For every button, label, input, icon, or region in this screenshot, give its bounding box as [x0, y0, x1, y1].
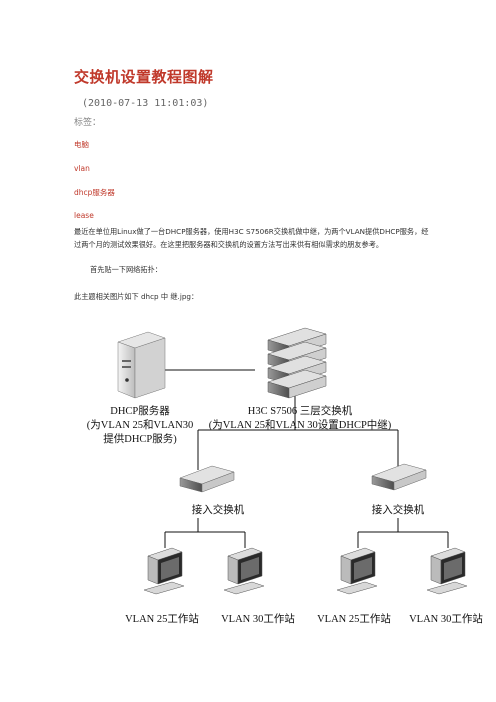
- workstation-4-label: VLAN 30工作站: [409, 612, 483, 625]
- access-switch-right-icon: [371, 463, 427, 491]
- access-switch-right-label: 接入交换机: [372, 503, 425, 516]
- intro-paragraph: 最近在单位用Linux做了一台DHCP服务器，使用H3C S7506R交换机做中…: [74, 227, 429, 249]
- tags-label: 标签：: [74, 118, 102, 128]
- dhcp-server-icon: [117, 331, 166, 399]
- image-caption: 此主题相关图片如下 dhcp 中 继.jpg：: [74, 292, 199, 301]
- workstation-2-icon: [223, 547, 265, 595]
- tag-link-computer[interactable]: 电脑: [74, 140, 89, 149]
- workstation-4-icon: [426, 547, 468, 595]
- tag-link-vlan[interactable]: vlan: [74, 164, 90, 173]
- workstation-3-icon: [336, 547, 378, 595]
- core-switch-icon: [267, 327, 327, 399]
- server-label-2: (为VLAN 25和VLAN30: [87, 419, 193, 431]
- workstation-3-label: VLAN 25工作站: [317, 612, 391, 625]
- workstation-1-label: VLAN 25工作站: [125, 612, 199, 625]
- server-label-3: 提供DHCP服务): [103, 432, 177, 445]
- post-date: (2010-07-13 11:01:03): [82, 98, 209, 109]
- connection-lines: [164, 369, 449, 548]
- server-label-1: DHCP服务器: [110, 404, 170, 417]
- access-switch-left-icon: [179, 465, 235, 493]
- tag-link-dhcp-server[interactable]: dhcp服务器: [74, 188, 115, 197]
- topology-intro: 首先贴一下网络拓扑：: [90, 265, 162, 274]
- tag-link-lease[interactable]: lease: [74, 211, 94, 220]
- core-switch-label-1: H3C S7506 三层交换机: [248, 404, 353, 417]
- access-switch-left-label: 接入交换机: [192, 503, 245, 516]
- workstation-1-icon: [143, 547, 185, 595]
- workstation-2-label: VLAN 30工作站: [221, 612, 295, 625]
- core-switch-label-2: (为VLAN 25和VLAN 30设置DHCP中继): [209, 418, 392, 431]
- page-title: 交换机设置教程图解: [74, 68, 214, 86]
